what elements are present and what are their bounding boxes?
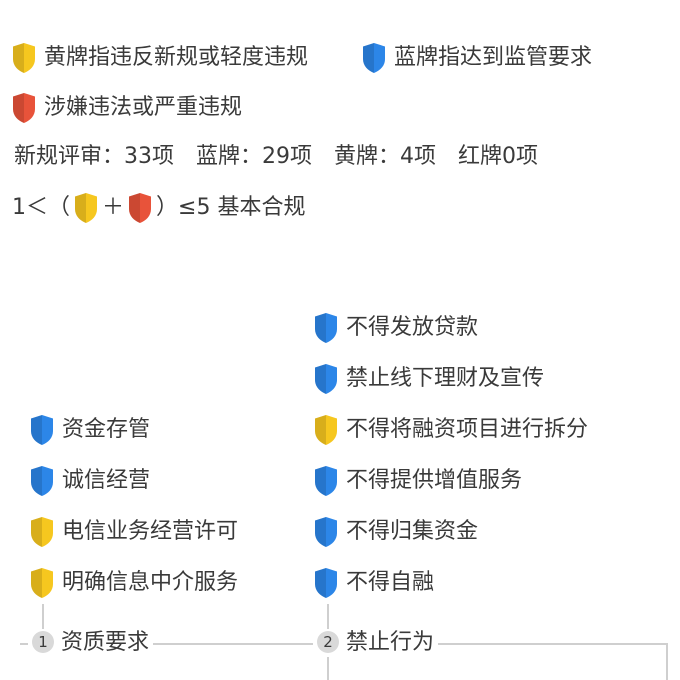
compliance-formula: 1＜（ ＋ ）≤5 基本合规 xyxy=(12,192,305,224)
legend-blue-text: 蓝牌指达到监管要求 xyxy=(394,45,593,70)
group1-item: 明确信息中介服务 xyxy=(30,567,238,599)
group1-item-label: 明确信息中介服务 xyxy=(62,570,239,595)
blue-shield-icon xyxy=(314,567,338,599)
legend-red: 涉嫌违法或严重违规 xyxy=(12,92,242,124)
blue-shield-icon xyxy=(314,516,338,548)
group2-item-label: 禁止线下理财及宣传 xyxy=(346,366,545,391)
group2-item: 禁止线下理财及宣传 xyxy=(314,363,544,395)
group2-item-label: 不得提供增值服务 xyxy=(346,468,523,493)
blue-shield-icon xyxy=(314,312,338,344)
blue-shield-icon xyxy=(362,42,386,74)
group2-item: 不得将融资项目进行拆分 xyxy=(314,414,588,446)
group2-item: 不得归集资金 xyxy=(314,516,478,548)
red-shield-icon xyxy=(12,92,36,124)
formula-plus: ＋ xyxy=(102,195,125,220)
timeline-end xyxy=(666,643,668,680)
review-stats-text: 新规评审：33项 蓝牌：29项 黄牌：4项 红牌0项 xyxy=(14,144,538,169)
legend-blue: 蓝牌指达到监管要求 xyxy=(362,42,592,74)
group1-item-label: 资金存管 xyxy=(62,417,151,442)
legend-red-text: 涉嫌违法或严重违规 xyxy=(44,95,243,120)
group2-title: 禁止行为 xyxy=(346,630,435,655)
legend-yellow: 黄牌指违反新规或轻度违规 xyxy=(12,42,308,74)
review-stats: 新规评审：33项 蓝牌：29项 黄牌：4项 红牌0项 xyxy=(14,142,538,172)
group2-item-label: 不得自融 xyxy=(346,570,435,595)
legend-yellow-text: 黄牌指违反新规或轻度违规 xyxy=(44,45,309,70)
group2-item-label: 不得将融资项目进行拆分 xyxy=(346,417,589,442)
blue-shield-icon xyxy=(30,414,54,446)
group1-number-badge: 1 xyxy=(32,631,54,653)
group2-number-badge: 2 xyxy=(317,631,339,653)
group1-connector xyxy=(42,604,44,632)
blue-shield-icon xyxy=(30,465,54,497)
red-shield-icon xyxy=(128,192,152,224)
group1-title: 资质要求 xyxy=(61,630,150,655)
group1-item-label: 诚信经营 xyxy=(62,468,151,493)
yellow-shield-icon xyxy=(30,516,54,548)
group2-item-label: 不得归集资金 xyxy=(346,519,479,544)
yellow-shield-icon xyxy=(314,414,338,446)
group2-label: 2 禁止行为 xyxy=(313,629,439,657)
formula-prefix: 1＜（ xyxy=(12,195,70,220)
group1-item: 诚信经营 xyxy=(30,465,150,497)
group2-item: 不得自融 xyxy=(314,567,434,599)
group2-item: 不得提供增值服务 xyxy=(314,465,522,497)
group1-item: 电信业务经营许可 xyxy=(30,516,238,548)
group2-item-label: 不得发放贷款 xyxy=(346,315,479,340)
group1-label: 1 资质要求 xyxy=(28,629,154,657)
group1-item: 资金存管 xyxy=(30,414,150,446)
yellow-shield-icon xyxy=(12,42,36,74)
formula-suffix: ）≤5 基本合规 xyxy=(156,195,306,220)
yellow-shield-icon xyxy=(74,192,98,224)
group2-item: 不得发放贷款 xyxy=(314,312,478,344)
group2-connector xyxy=(327,604,329,632)
blue-shield-icon xyxy=(314,363,338,395)
yellow-shield-icon xyxy=(30,567,54,599)
group1-item-label: 电信业务经营许可 xyxy=(62,519,239,544)
blue-shield-icon xyxy=(314,465,338,497)
group2-down-connector xyxy=(327,655,329,680)
